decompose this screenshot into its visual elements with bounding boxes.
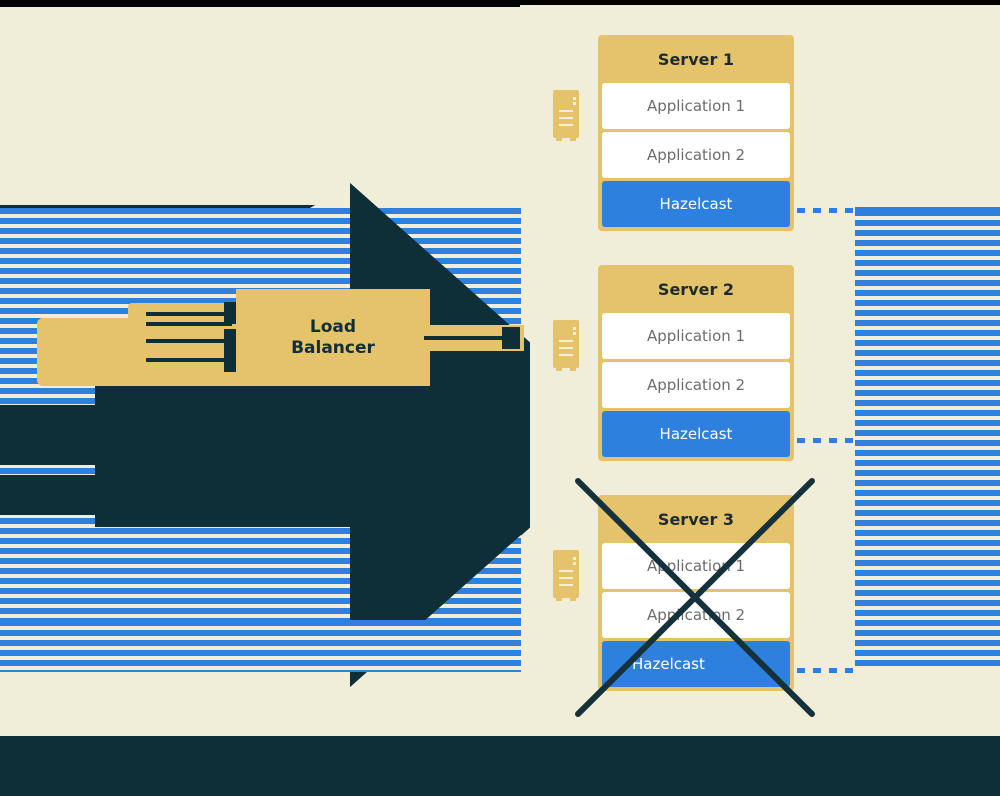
lb-output-nub: [502, 327, 520, 349]
server-card-2[interactable]: Server 2 Application 1 Application 2 Haz…: [598, 265, 794, 461]
server-card-1[interactable]: Server 1 Application 1 Application 2 Haz…: [598, 35, 794, 231]
redaction-stripes-left-tail: [0, 620, 521, 672]
server-rack-icon-2: [553, 320, 579, 371]
connector-wire-1b: [146, 322, 232, 326]
server-2-row-hazelcast[interactable]: Hazelcast: [602, 411, 790, 457]
load-balancer-box[interactable]: Load Balancer: [236, 289, 430, 386]
cluster-link-dots-2: [797, 438, 855, 443]
top-black-band-left: [0, 0, 520, 7]
server-2-row-application-1[interactable]: Application 1: [602, 313, 790, 359]
lb-output-wire: [424, 336, 509, 340]
footer-band: [0, 736, 1000, 796]
server-3-row-application-1[interactable]: Application 1: [602, 543, 790, 589]
arrow-overlay: [0, 183, 530, 687]
server-3-crossed-out-icon: [575, 478, 815, 717]
server-1-row-application-2[interactable]: Application 2: [602, 132, 790, 178]
server-1-row-hazelcast[interactable]: Hazelcast: [602, 181, 790, 227]
load-balancer-label: Load Balancer: [291, 317, 375, 359]
load-balancer-label-line1: Load: [309, 316, 357, 337]
cluster-link-dots-1: [797, 208, 855, 213]
connector-wire-1: [146, 312, 236, 316]
server-rack-icon-3: [553, 550, 579, 601]
server-2-row-application-2[interactable]: Application 2: [602, 362, 790, 408]
server-card-3-title: Server 3: [657, 509, 735, 529]
server-rack-icon-1: [553, 90, 579, 141]
load-balancer-label-line2: Balancer: [291, 337, 375, 358]
server-card-2-title: Server 2: [657, 279, 735, 299]
cluster-link-dots-3: [797, 668, 855, 673]
connector-wire-3: [146, 358, 236, 362]
connector-wire-2: [146, 339, 236, 343]
top-black-band-right: [520, 0, 1000, 5]
redaction-rule-top-right: [855, 207, 1000, 212]
server-card-1-title: Server 1: [657, 49, 735, 69]
redaction-stripes-right: [855, 210, 1000, 666]
server-1-row-application-1[interactable]: Application 1: [602, 83, 790, 129]
